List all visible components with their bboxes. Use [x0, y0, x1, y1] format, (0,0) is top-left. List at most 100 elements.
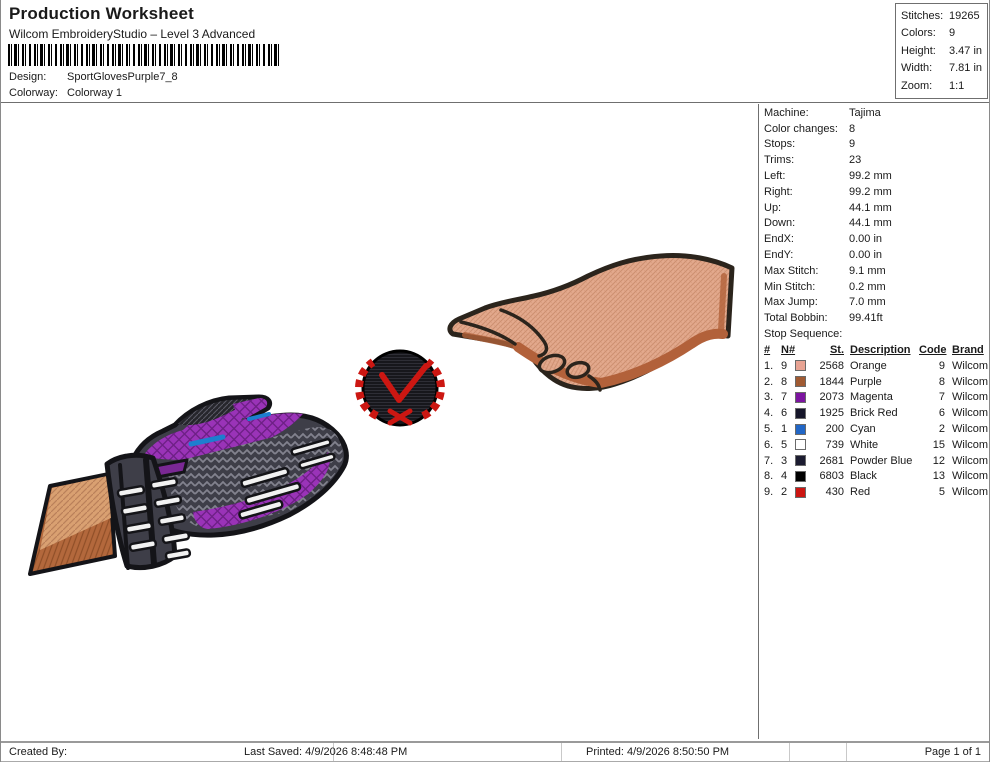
stitch-count: 1925 [819, 407, 844, 420]
thread-brand: Wilcom [952, 407, 989, 420]
machine-info-value: 7.0 mm [849, 296, 886, 309]
thread-brand: Wilcom [952, 454, 989, 467]
machine-info-label: Right: [764, 185, 793, 198]
thread-code: 2 [938, 423, 945, 436]
machine-info-label: Down: [764, 217, 796, 230]
machine-info-value: 9 [849, 138, 856, 151]
thread-description: Brick Red [850, 407, 898, 420]
summary-value: 7.81 in [949, 62, 983, 75]
stop-sequence-row: 7. 3 2681 Powder Blue 12 Wilcom [764, 453, 989, 469]
col-header-num: # [764, 344, 771, 357]
thread-color-swatch [795, 486, 806, 498]
col-header-description: Description [850, 344, 911, 357]
row-number: 7. [764, 454, 774, 467]
thread-color-swatch [795, 376, 806, 388]
machine-info-row: Stops: 9 [764, 137, 989, 153]
machine-info-label: Machine: [764, 106, 809, 119]
thread-color-swatch [795, 407, 806, 419]
machine-info-label: Trims: [764, 154, 795, 167]
thread-code: 9 [938, 359, 945, 372]
machine-info-value: 99.2 mm [849, 185, 892, 198]
machine-info-label: Total Bobbin: [764, 312, 828, 325]
machine-info-value: 99.41ft [849, 312, 883, 325]
machine-info-row: Trims: 23 [764, 152, 989, 168]
needle-number: 7 [781, 391, 788, 404]
machine-info-value: 8 [849, 122, 856, 135]
colorway-label: Colorway: [9, 87, 58, 99]
machine-info-value: 44.1 mm [849, 217, 892, 230]
thread-brand: Wilcom [952, 438, 989, 451]
stop-sequence-row: 1. 9 2568 Orange 9 Wilcom [764, 358, 989, 374]
machine-info-label: Max Jump: [764, 296, 818, 309]
summary-row: Zoom: 1:1 [901, 77, 987, 95]
thread-code: 13 [932, 470, 945, 483]
row-number: 5. [764, 423, 774, 436]
stitch-count: 200 [825, 423, 844, 436]
stop-sequence-row: 5. 1 200 Cyan 2 Wilcom [764, 421, 989, 437]
row-number: 3. [764, 391, 774, 404]
barcode-icon [8, 44, 282, 66]
thread-code: 6 [938, 407, 945, 420]
thread-color-swatch [795, 360, 806, 372]
summary-label: Height: [901, 44, 936, 57]
software-subtitle: Wilcom EmbroideryStudio – Level 3 Advanc… [9, 27, 256, 41]
thread-brand: Wilcom [952, 359, 989, 372]
stop-sequence-header: # N# St. Description Code Brand [764, 342, 989, 358]
stitch-count: 2568 [819, 359, 844, 372]
thread-brand: Wilcom [952, 391, 989, 404]
row-number: 6. [764, 438, 774, 451]
stop-sequence-table: 1. 9 2568 Orange 9 Wilcom 2. 8 1844 Purp… [764, 358, 989, 500]
needle-number: 9 [781, 359, 788, 372]
thread-description: Red [850, 486, 871, 499]
footer-divider [561, 743, 562, 761]
design-summary-box: Stitches: 19265 Colors: 9 Height: 3.47 i… [895, 3, 988, 99]
machine-info-row: Total Bobbin: 99.41ft [764, 310, 989, 326]
colorway-row: Colorway: Colorway 1 [9, 87, 122, 99]
colorway-value: Colorway 1 [67, 87, 123, 99]
thread-brand: Wilcom [952, 375, 989, 388]
needle-number: 5 [781, 438, 788, 451]
machine-info-value: 0.2 mm [849, 280, 886, 293]
machine-info-row: Machine: Tajima [764, 105, 989, 121]
row-number: 4. [764, 407, 774, 420]
machine-info-row: Min Stitch: 0.2 mm [764, 279, 989, 295]
machine-info-value: 99.2 mm [849, 170, 892, 183]
thread-color-swatch [795, 391, 806, 403]
thread-description: Orange [850, 359, 887, 372]
design-artwork [28, 253, 735, 576]
summary-row: Stitches: 19265 [901, 7, 987, 25]
summary-label: Colors: [901, 27, 936, 40]
stop-sequence-row: 3. 7 2073 Magenta 7 Wilcom [764, 390, 989, 406]
thread-code: 7 [938, 391, 945, 404]
stop-sequence-row: 9. 2 430 Red 5 Wilcom [764, 484, 989, 500]
stitch-count: 1844 [819, 375, 844, 388]
row-number: 1. [764, 359, 774, 372]
machine-info-row: EndY: 0.00 in [764, 247, 989, 263]
machine-info-value: 44.1 mm [849, 201, 892, 214]
machine-info-value: 9.1 mm [849, 264, 886, 277]
created-by-label: Created By: [9, 746, 68, 758]
worksheet-header: Production Worksheet Wilcom EmbroiderySt… [1, 0, 989, 103]
thread-code: 15 [932, 438, 945, 451]
machine-info-row: Down: 44.1 mm [764, 216, 989, 232]
machine-info-row: Max Stitch: 9.1 mm [764, 263, 989, 279]
machine-info-label: EndY: [764, 249, 794, 262]
summary-row: Width: 7.81 in [901, 60, 987, 78]
needle-number: 3 [781, 454, 788, 467]
machine-info-row: EndX: 0.00 in [764, 231, 989, 247]
glove-graphic [28, 394, 349, 576]
stitch-count: 2073 [819, 391, 844, 404]
hand-graphic [447, 253, 735, 392]
row-number: 2. [764, 375, 774, 388]
col-header-st: St. [829, 344, 844, 357]
needle-number: 2 [781, 486, 788, 499]
stitch-count: 2681 [819, 454, 844, 467]
stop-sequence-row: 4. 6 1925 Brick Red 6 Wilcom [764, 405, 989, 421]
footer-divider [333, 743, 334, 761]
thread-color-swatch [795, 470, 806, 482]
thread-description: Powder Blue [850, 454, 913, 467]
stitch-count: 430 [825, 486, 844, 499]
machine-info-label: EndX: [764, 233, 794, 246]
stop-sequence-row: 2. 8 1844 Purple 8 Wilcom [764, 374, 989, 390]
page-title: Production Worksheet [9, 4, 195, 23]
